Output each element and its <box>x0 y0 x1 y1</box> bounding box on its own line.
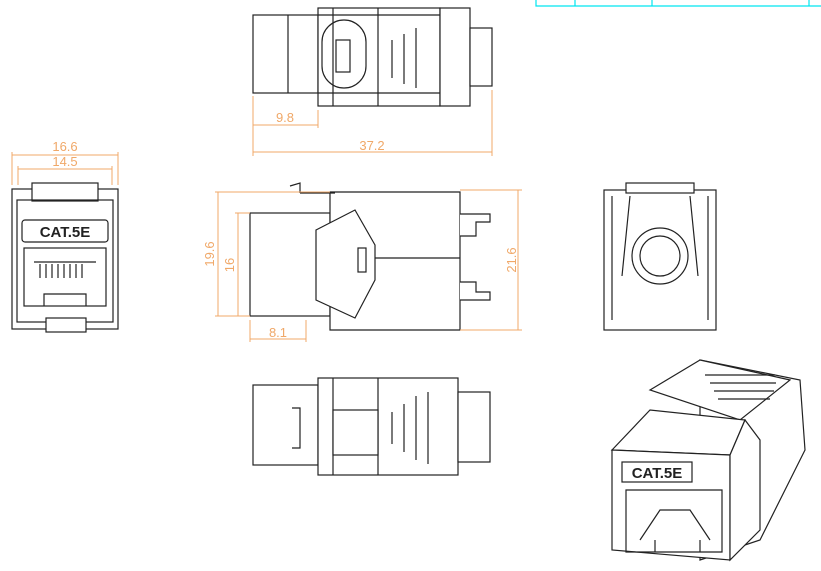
dim-length-9-8: 9.8 <box>276 110 294 125</box>
iso-cat5e-label: CAT.5E <box>632 465 683 482</box>
side-view: 19.6 16 21.6 8.1 <box>202 182 522 342</box>
dim-height-21-6: 21.6 <box>504 247 519 272</box>
dim-length-8-1: 8.1 <box>269 325 287 340</box>
top-view: 9.8 37.2 <box>252 7 493 156</box>
dim-width-14-5: 14.5 <box>52 154 77 169</box>
rear-view <box>603 182 717 331</box>
iso-view: CAT.5E <box>610 359 806 562</box>
title-block-table <box>535 0 821 7</box>
dim-length-37-2: 37.2 <box>359 138 384 153</box>
bottom-view <box>252 377 491 476</box>
dim-width-16-6: 16.6 <box>52 139 77 154</box>
dim-height-16: 16 <box>222 258 237 272</box>
dim-height-19-6: 19.6 <box>202 241 217 266</box>
front-cat5e-label: CAT.5E <box>40 224 91 241</box>
front-view: CAT.5E 16.6 14.5 <box>11 139 119 333</box>
